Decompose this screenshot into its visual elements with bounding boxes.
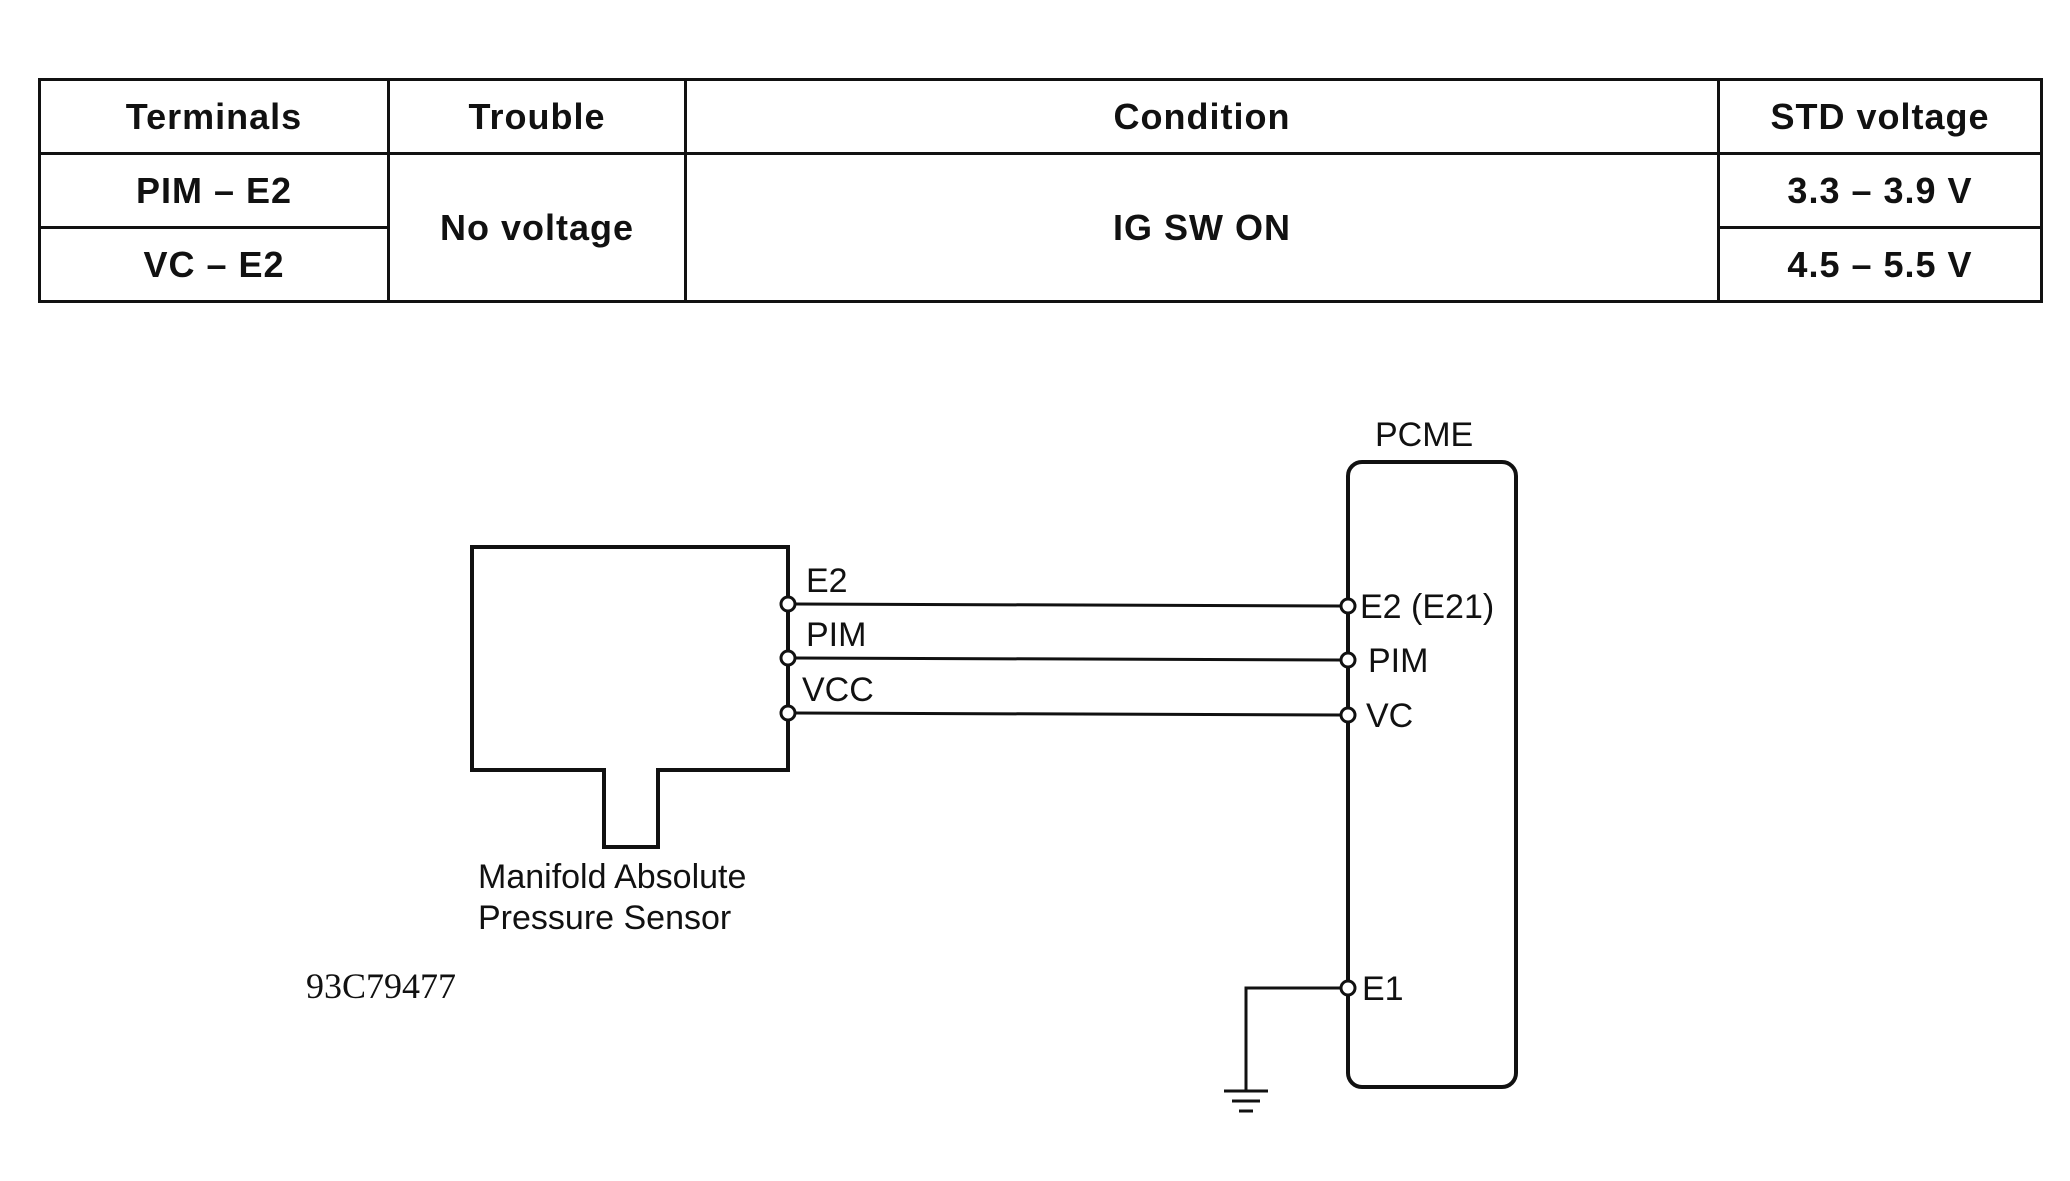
ecu-terminal-pim [1339,651,1357,669]
ecu-terminal-label: E2 (E21) [1360,588,1494,626]
voltage-spec-table: Terminals Trouble Condition STD voltage … [38,78,2043,303]
condition-cell: IG SW ON [684,152,1720,303]
ecu-terminal-label: E1 [1362,970,1404,1008]
map-sensor-body [470,545,790,849]
header-trouble: Trouble [387,78,687,155]
terminals-cell: VC – E2 [38,226,390,303]
table-header-row: Terminals Trouble Condition STD voltage [38,78,2043,155]
sensor-terminal-label: PIM [806,616,866,654]
trouble-cell: No voltage [387,152,687,303]
table-row: VC – E2 4.5 – 5.5 V [38,226,2043,303]
header-std-voltage: STD voltage [1717,78,2043,155]
figure-id: 93C79477 [306,966,456,1006]
sensor-terminal-vcc [779,704,797,722]
ecu-terminal-e1 [1339,979,1357,997]
sensor-terminal-label: VCC [802,671,874,709]
std-voltage-cell: 3.3 – 3.9 V [1717,152,2043,229]
sensor-terminal-e2 [779,595,797,613]
ground-icon [1224,1089,1268,1113]
header-condition: Condition [684,78,1720,155]
table-row: PIM – E2 No voltage IG SW ON 3.3 – 3.9 V [38,152,2043,303]
pcme-label: PCME [1375,416,1473,454]
sensor-name-line1: Manifold Absolute [478,858,746,896]
ecu-terminal-vc [1339,706,1357,724]
sensor-terminal-pim [779,649,797,667]
wire-e2 [794,602,1342,608]
terminals-cell: PIM – E2 [38,152,390,229]
header-terminals: Terminals [38,78,390,155]
ecu-terminal-label: PIM [1368,642,1428,680]
wire-pim [794,656,1342,662]
std-voltage-cell: 4.5 – 5.5 V [1717,226,2043,303]
sensor-terminal-label: E2 [806,562,848,600]
sensor-name-line2: Pressure Sensor [478,899,731,937]
ecu-terminal-e2 [1339,597,1357,615]
wire-vc [794,711,1342,717]
wire-e1-ground [1244,986,1341,1090]
pcme-box [1346,460,1518,1089]
ecu-terminal-label: VC [1366,697,1413,735]
